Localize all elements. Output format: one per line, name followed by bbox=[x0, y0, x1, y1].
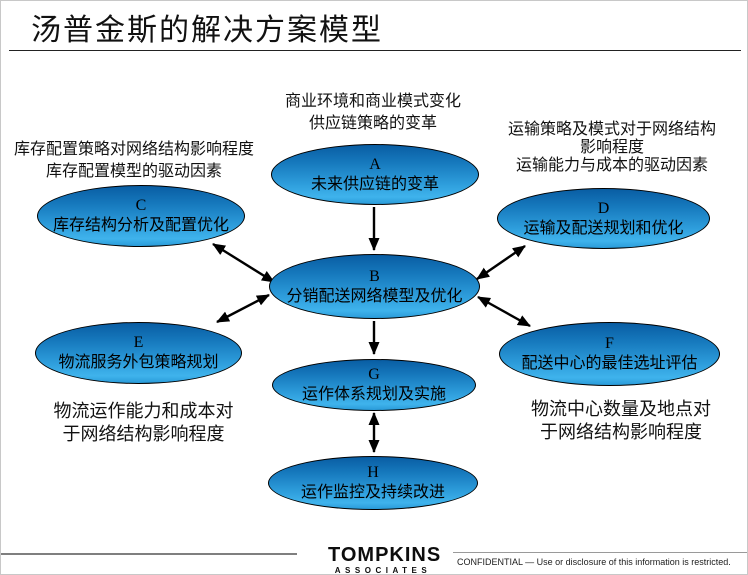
node-d-letter: D bbox=[597, 199, 610, 217]
note-top-right: 运输策略及模式对于网络结构 影响程度 运输能力与成本的驱动因素 bbox=[481, 121, 743, 175]
arrow-c-b bbox=[212, 242, 275, 284]
note-line: 供应链策略的变革 bbox=[308, 115, 437, 132]
node-g-letter: G bbox=[368, 366, 380, 383]
node-d-label: 运输及配送规划和优化 bbox=[523, 219, 684, 237]
note-line: 运输能力与成本的驱动因素 bbox=[515, 157, 708, 174]
logo-primary-text: TOMPKINS bbox=[328, 544, 442, 566]
logo-secondary-text: ASSOCIATES bbox=[334, 566, 432, 575]
note-line: 运输策略及模式对于网络结构 bbox=[507, 121, 716, 138]
note-line: 商业环境和商业模式变化 bbox=[284, 93, 461, 110]
note-line: 物流运作能力和成本对 bbox=[53, 401, 234, 421]
arrow-d-b bbox=[476, 245, 526, 280]
note-line: 于网络结构影响程度 bbox=[62, 424, 225, 444]
footer-left-rule bbox=[1, 553, 297, 555]
node-a-label: 未来供应链的变革 bbox=[310, 175, 439, 193]
node-b-label: 分销配送网络模型及优化 bbox=[286, 287, 463, 305]
node-e-label: 物流服务外包策略规划 bbox=[58, 354, 219, 371]
title-rule bbox=[9, 50, 741, 51]
footer-right-rule bbox=[453, 552, 747, 553]
slide-title: 汤普金斯的解决方案模型 bbox=[31, 14, 383, 47]
arrow-e-b bbox=[216, 293, 270, 324]
node-a-letter: A bbox=[369, 155, 381, 173]
node-b: B 分销配送网络模型及优化 bbox=[269, 254, 480, 319]
note-bottom-left: 物流运作能力和成本对 于网络结构影响程度 bbox=[26, 400, 261, 446]
note-top-left: 库存配置策略对网络结构影响程度 库存配置模型的驱动因素 bbox=[3, 139, 265, 183]
note-line: 影响程度 bbox=[579, 139, 644, 156]
node-a: A 未来供应链的变革 bbox=[271, 144, 479, 205]
note-line: 库存配置模型的驱动因素 bbox=[45, 163, 222, 180]
note-top-center: 商业环境和商业模式变化 供应链策略的变革 bbox=[253, 91, 493, 135]
tompkins-logo: TOMPKINS ASSOCIATES bbox=[328, 544, 442, 575]
node-h: H 运作监控及持续改进 bbox=[268, 456, 478, 510]
node-e-letter: E bbox=[133, 334, 144, 351]
confidential-notice: CONFIDENTIAL — Use or disclosure of this… bbox=[457, 557, 731, 567]
node-g: G 运作体系规划及实施 bbox=[272, 359, 476, 411]
node-b-letter: B bbox=[369, 267, 380, 285]
node-f-letter: F bbox=[605, 335, 614, 352]
node-c: C 库存结构分析及配置优化 bbox=[37, 185, 245, 247]
arrow-f-b bbox=[477, 295, 531, 328]
node-f: F 配送中心的最佳选址评估 bbox=[499, 322, 720, 386]
note-bottom-right: 物流中心数量及地点对 于网络结构影响程度 bbox=[501, 398, 741, 444]
note-line: 物流中心数量及地点对 bbox=[531, 399, 711, 419]
node-h-letter: H bbox=[367, 464, 379, 481]
node-h-label: 运作监控及持续改进 bbox=[300, 484, 445, 501]
node-d: D 运输及配送规划和优化 bbox=[497, 188, 710, 249]
node-f-label: 配送中心的最佳选址评估 bbox=[521, 355, 698, 372]
node-c-label: 库存结构分析及配置优化 bbox=[52, 217, 229, 234]
note-line: 于网络结构影响程度 bbox=[540, 422, 702, 442]
node-c-letter: C bbox=[135, 197, 147, 214]
note-line: 库存配置策略对网络结构影响程度 bbox=[13, 141, 254, 158]
node-e: E 物流服务外包策略规划 bbox=[35, 322, 242, 384]
node-g-label: 运作体系规划及实施 bbox=[301, 386, 446, 403]
